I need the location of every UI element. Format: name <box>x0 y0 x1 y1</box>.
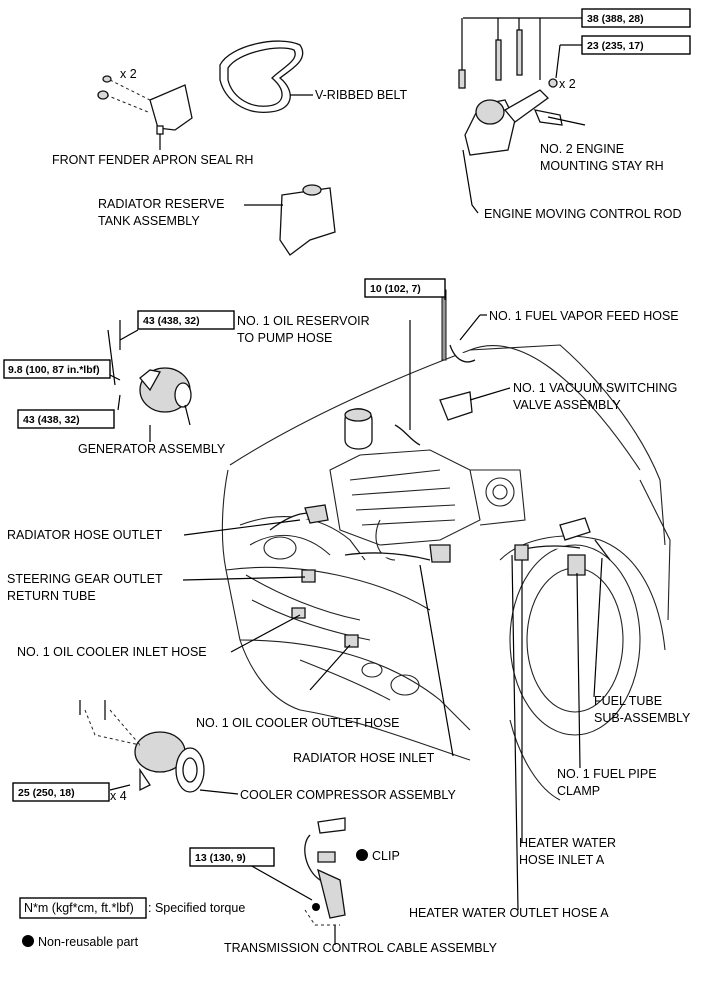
part-labels: x 2 V-RIBBED BELT FRONT FENDER APRON SEA… <box>7 67 691 955</box>
v-ribbed-belt-label: V-RIBBED BELT <box>315 88 408 102</box>
front-fender-apron-seal-label: FRONT FENDER APRON SEAL RH <box>52 153 253 167</box>
compressor-bolt-qty: x 4 <box>110 789 127 803</box>
no1-fuel-pipe-clamp-label-1: NO. 1 FUEL PIPE <box>557 767 657 781</box>
generator-graphic <box>107 320 192 442</box>
no1-oil-cooler-outlet-hose-label: NO. 1 OIL COOLER OUTLET HOSE <box>196 716 400 730</box>
torque-spec-2: 23 (235, 17) <box>587 40 644 52</box>
v-ribbed-belt-graphic <box>219 40 313 114</box>
oil-reservoir-graphic <box>344 320 421 450</box>
non-reusable-clip-marker <box>356 849 368 861</box>
no1-fuel-pipe-clamp-label-2: CLAMP <box>557 784 600 798</box>
no1-oil-cooler-inlet-hose-label: NO. 1 OIL COOLER INLET HOSE <box>17 645 207 659</box>
radiator-reserve-tank-label-1: RADIATOR RESERVE <box>98 197 224 211</box>
heater-water-hose-inlet-label-1: HEATER WATER <box>519 836 616 850</box>
torque-spec-8: 13 (130, 9) <box>195 852 246 864</box>
cooler-compressor-assembly-label: COOLER COMPRESSOR ASSEMBLY <box>240 788 456 802</box>
heater-water-outlet-hose-label: HEATER WATER OUTLET HOSE A <box>409 906 609 920</box>
torque-spec-7: 25 (250, 18) <box>18 787 75 799</box>
front-hoses-graphic <box>269 504 611 648</box>
legend: N*m (kgf*cm, ft.*lbf) : Specified torque… <box>19 897 245 949</box>
torque-spec-1: 38 (388, 28) <box>587 13 644 25</box>
no1-fuel-vapor-feed-hose-label: NO. 1 FUEL VAPOR FEED HOSE <box>489 309 679 323</box>
no1-oil-reservoir-label-1: NO. 1 OIL RESERVOIR <box>237 314 370 328</box>
clip-label: CLIP <box>372 849 400 863</box>
generator-assembly-label: GENERATOR ASSEMBLY <box>78 442 226 456</box>
cooler-compressor-graphic <box>79 700 239 795</box>
legend-torque-desc: : Specified torque <box>148 901 245 915</box>
radiator-reserve-tank-graphic <box>244 184 336 256</box>
front-fender-apron-seal-graphic <box>97 75 193 150</box>
no2-engine-mounting-stay-label-1: NO. 2 ENGINE <box>540 142 624 156</box>
transmission-cable-graphic <box>249 817 346 945</box>
torque-spec-4: 43 (438, 32) <box>143 315 200 327</box>
no1-vacuum-switching-valve-label-2: VALVE ASSEMBLY <box>513 398 621 412</box>
torque-spec-6: 43 (438, 32) <box>23 414 80 426</box>
engine-mount-graphic <box>458 17 586 214</box>
radiator-hose-inlet-label: RADIATOR HOSE INLET <box>293 751 435 765</box>
stay-nut-qty: x 2 <box>559 77 576 91</box>
steering-gear-outlet-label-1: STEERING GEAR OUTLET <box>7 572 163 586</box>
torque-spec-5: 9.8 (100, 87 in.*lbf) <box>8 364 100 376</box>
legend-non-reusable-label: Non-reusable part <box>38 935 139 949</box>
front-leader-lines <box>182 519 603 911</box>
legend-non-reusable-marker <box>22 935 34 947</box>
radiator-reserve-tank-label-2: TANK ASSEMBLY <box>98 214 200 228</box>
fuel-tube-label-1: FUEL TUBE <box>594 694 662 708</box>
seal-bolt-qty: x 2 <box>120 67 137 81</box>
fuel-tube-label-2: SUB-ASSEMBLY <box>594 711 691 725</box>
torque-specs: 38 (388, 28) 23 (235, 17) 10 (102, 7) 43… <box>3 8 691 867</box>
vapor-hose-vsv-graphic <box>439 289 511 421</box>
no2-engine-mounting-stay-label-2: MOUNTING STAY RH <box>540 159 664 173</box>
legend-torque-units: N*m (kgf*cm, ft.*lbf) <box>24 901 134 915</box>
radiator-hose-outlet-label: RADIATOR HOSE OUTLET <box>7 528 162 542</box>
no1-oil-reservoir-label-2: TO PUMP HOSE <box>237 331 332 345</box>
engine-moving-control-rod-label: ENGINE MOVING CONTROL ROD <box>484 207 681 221</box>
transmission-control-cable-label: TRANSMISSION CONTROL CABLE ASSEMBLY <box>224 941 498 955</box>
steering-gear-outlet-label-2: RETURN TUBE <box>7 589 96 603</box>
torque-spec-3: 10 (102, 7) <box>370 283 421 295</box>
heater-water-hose-inlet-label-2: HOSE INLET A <box>519 853 605 867</box>
no1-vacuum-switching-valve-label-1: NO. 1 VACUUM SWITCHING <box>513 381 677 395</box>
